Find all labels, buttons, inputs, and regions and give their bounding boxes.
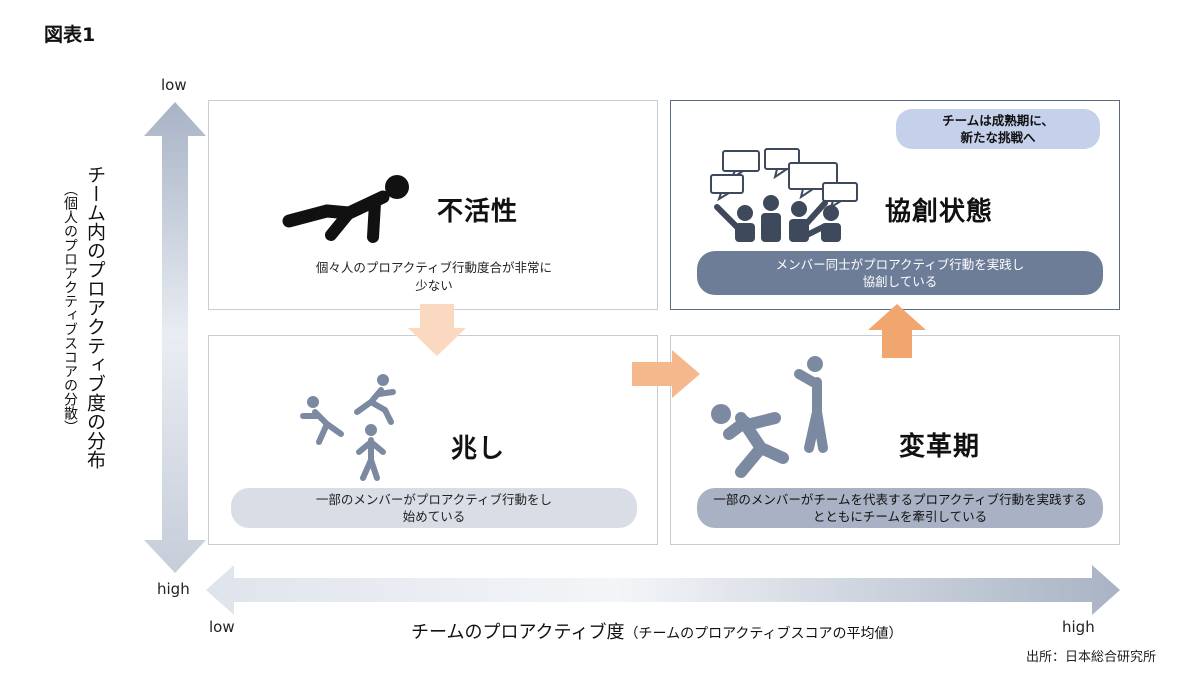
- leader-running-icon: [711, 356, 828, 478]
- quadrant-co-creation-title: 協創状態: [885, 197, 994, 227]
- x-axis-subtitle: （チームのプロアクティブスコアの平均値）: [624, 626, 903, 642]
- y-axis-arrow: [144, 102, 206, 573]
- x-axis-arrow: [206, 565, 1120, 615]
- description-line: メンバー同士がプロアクティブ行動を実践し: [775, 257, 1025, 272]
- description-line: 一部のメンバーがプロアクティブ行動をし: [315, 492, 553, 507]
- quadrant-co-creation: チームは成熟期に、 新たな挑戦へ 協創状態 メンバー同士がプロアクティブ行動を実…: [670, 100, 1120, 310]
- x-axis-left-label: low: [209, 618, 235, 636]
- description-line: 個々人のプロアクティブ行動度合が非常に: [315, 260, 553, 275]
- x-axis-title: チームのプロアクティブ度（チームのプロアクティブスコアの平均値）: [411, 618, 903, 644]
- quadrant-transformation: 変革期 一部のメンバーがチームを代表するプロアクティブ行動を実践する とともにチ…: [670, 335, 1120, 545]
- y-axis-top-label: low: [161, 76, 187, 94]
- quadrant-inactive-description: 個々人のプロアクティブ行動度合が非常に 少ない: [259, 259, 609, 295]
- description-line: 始めている: [402, 509, 466, 524]
- description-line: とともにチームを牽引している: [812, 509, 988, 524]
- maturity-note: チームは成熟期に、 新たな挑戦へ: [896, 109, 1100, 149]
- y-axis-subtitle: （個人のプロアクティブスコアの分散）: [60, 182, 80, 502]
- description-line: 少ない: [415, 278, 453, 293]
- figure-label: 図表1: [44, 24, 96, 46]
- quadrant-co-creation-description: メンバー同士がプロアクティブ行動を実践し 協創している: [697, 251, 1103, 295]
- note-line: 新たな挑戦へ: [960, 130, 1036, 145]
- y-axis-title-main: チーム内のプロアクティブ度の分布: [84, 165, 106, 469]
- quadrant-transformation-description: 一部のメンバーがチームを代表するプロアクティブ行動を実践する とともにチームを牽…: [697, 488, 1103, 528]
- quadrant-inactive: 不活性 個々人のプロアクティブ行動度合が非常に 少ない: [208, 100, 658, 310]
- team-discussion-icon: [710, 148, 858, 242]
- y-axis-subtitle-text: （個人のプロアクティブスコアの分散）: [62, 182, 78, 434]
- quadrant-sign: 兆し 一部のメンバーがプロアクティブ行動をし 始めている: [208, 335, 658, 545]
- x-axis-title-main: チームのプロアクティブ度: [411, 622, 625, 643]
- description-line: 協創している: [862, 274, 938, 289]
- y-axis-bottom-label: high: [157, 580, 190, 598]
- quadrant-sign-description: 一部のメンバーがプロアクティブ行動をし 始めている: [231, 488, 637, 528]
- description-line: 一部のメンバーがチームを代表するプロアクティブ行動を実践する: [713, 492, 1087, 507]
- crawling-person-icon: [282, 175, 409, 243]
- x-axis-right-label: high: [1062, 618, 1095, 636]
- quadrant-sign-title: 兆し: [451, 434, 506, 464]
- source-credit: 出所：日本総合研究所: [1025, 650, 1156, 665]
- arrow-up-icon: [868, 304, 926, 358]
- arrow-down-icon: [408, 304, 466, 356]
- arrow-right-icon: [632, 350, 700, 398]
- quadrant-inactive-title: 不活性: [437, 197, 519, 227]
- note-line: チームは成熟期に、: [942, 113, 1054, 128]
- y-axis-title: チーム内のプロアクティブ度の分布: [82, 165, 109, 545]
- running-people-icon: [300, 374, 396, 481]
- quadrant-transformation-title: 変革期: [899, 432, 981, 462]
